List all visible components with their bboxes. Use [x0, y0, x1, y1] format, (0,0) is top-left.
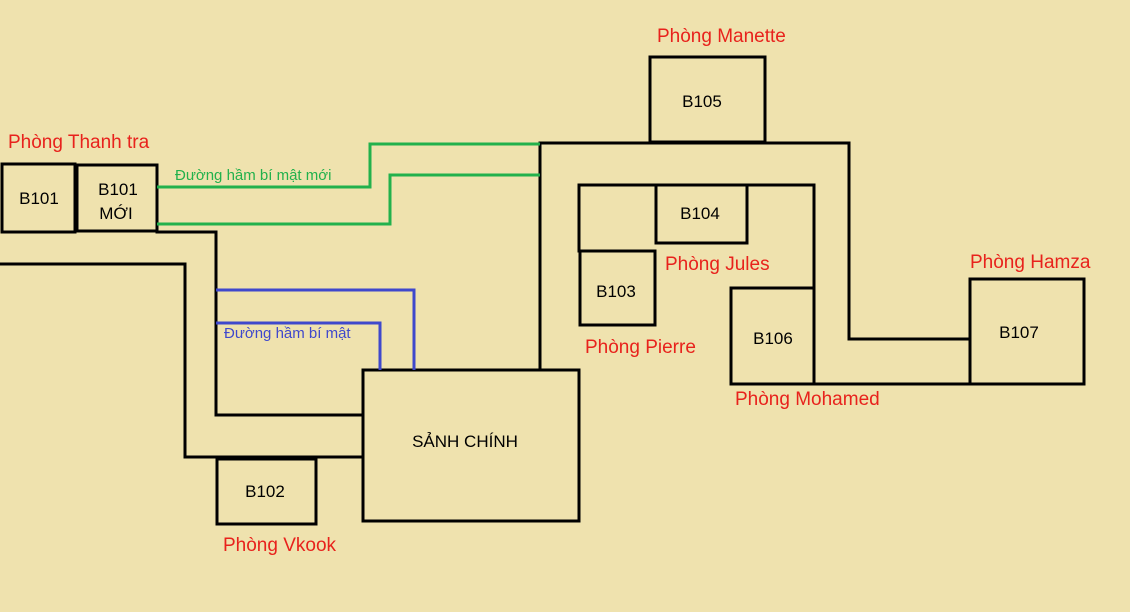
room-b101-label: B101: [19, 189, 59, 208]
room-b103-box: [578, 249, 657, 327]
room-b107-label: B107: [999, 323, 1039, 342]
secret-tunnel: [216, 288, 416, 370]
room-b102-label: B102: [245, 482, 285, 501]
room-b104-label: B104: [680, 204, 720, 223]
room-b106-label: B106: [753, 329, 793, 348]
owner-label-inspector: Phòng Thanh tra: [8, 132, 150, 153]
new-secret-tunnel-label: Đường hầm bí mật mới: [175, 167, 331, 184]
corridor-inner-right: [577, 183, 972, 386]
secret-tunnel-line-lower: [216, 321, 382, 370]
secret-tunnel-label: Đường hầm bí mật: [224, 325, 351, 342]
owner-label-hamza: Phòng Hamza: [970, 252, 1091, 273]
room-b101-new-label-line2: MỚI: [99, 204, 132, 223]
main-hall-box: [361, 368, 581, 523]
owner-label-jules: Phòng Jules: [665, 254, 770, 275]
owner-label-vkook: Phòng Vkook: [223, 535, 337, 556]
new-secret-tunnel: [157, 142, 540, 226]
room-b107-box: [968, 277, 1086, 386]
room-b101-new-label-line1: B101: [98, 180, 138, 199]
room-b105-label: B105: [682, 92, 722, 111]
corridor-upper-right: [538, 141, 972, 372]
room-b101-new-box: [75, 163, 159, 233]
secret-tunnel-line-upper: [216, 288, 416, 370]
owner-label-mohamed: Phòng Mohamed: [735, 389, 880, 410]
owner-label-manette: Phòng Manette: [657, 26, 786, 47]
corridor-left-outer: [0, 262, 365, 459]
new-tunnel-line-upper: [157, 142, 540, 189]
room-b103-label: B103: [596, 282, 636, 301]
main-hall-label: SẢNH CHÍNH: [412, 432, 518, 451]
room-b101-box: [0, 162, 77, 234]
room-b102-box: [215, 457, 318, 526]
owner-label-pierre: Phòng Pierre: [585, 337, 696, 358]
new-tunnel-line-lower: [157, 173, 540, 226]
